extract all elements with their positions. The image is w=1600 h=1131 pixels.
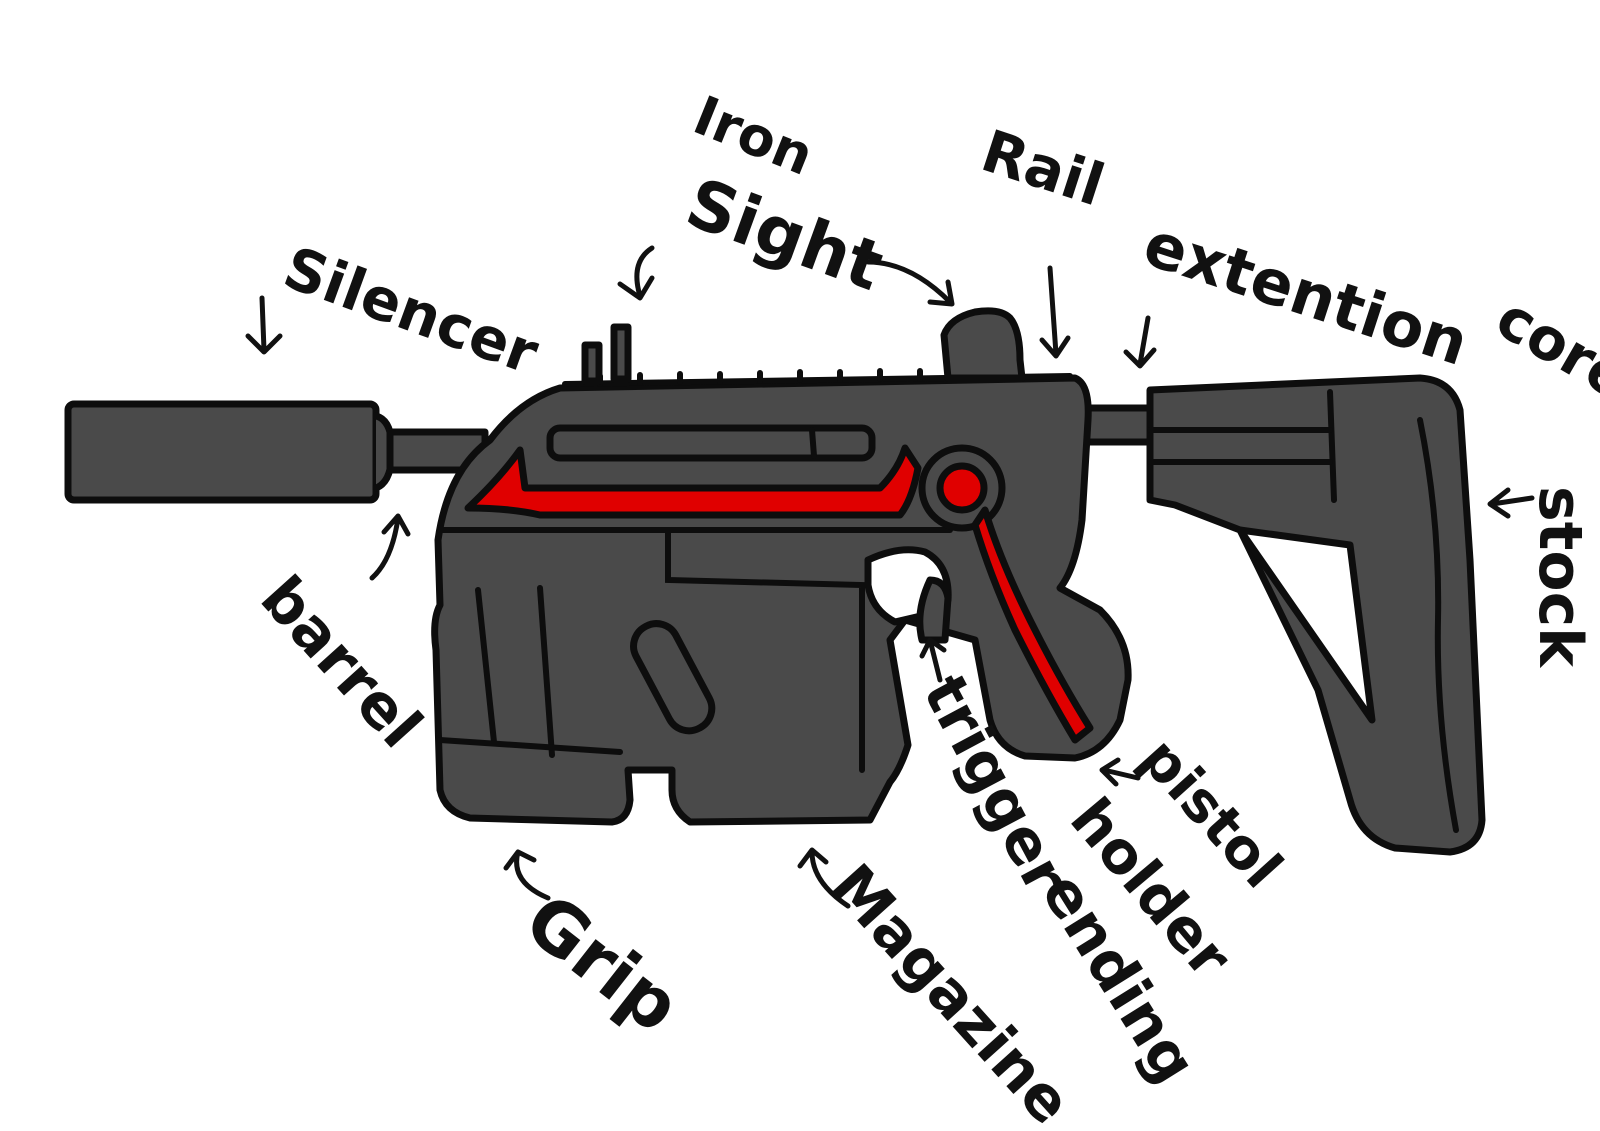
label-core: core (1485, 283, 1600, 413)
red-accent (464, 444, 1094, 744)
iron-sight-part (940, 307, 1026, 382)
label-rail: Rail (974, 117, 1113, 220)
label-grip: Grip (510, 877, 696, 1048)
arrow-pistol (1099, 757, 1141, 787)
front-sight-part (581, 323, 632, 385)
arrow-stock (1487, 487, 1535, 519)
arrow-rail (1039, 265, 1071, 359)
arrow-extension (1123, 315, 1157, 369)
arrow-barrel (369, 513, 411, 581)
label-silencer: Silencer (275, 233, 547, 387)
silencer-part (64, 400, 396, 504)
label-extension: extention (1135, 207, 1477, 380)
stock-part (1146, 374, 1486, 856)
label-sight-line2: Sight (676, 164, 893, 307)
arrow-rear-sight (865, 259, 955, 307)
label-stock: stock (1525, 486, 1595, 669)
arrow-silencer (245, 295, 283, 355)
arrow-trigger (919, 637, 947, 683)
arrow-magazine (797, 847, 851, 909)
trigger-part (916, 576, 952, 644)
label-barrel: barrel (247, 563, 435, 761)
arrow-front-sight (617, 245, 655, 301)
arrows (245, 245, 1535, 909)
arrow-grip (503, 849, 551, 901)
barrel-part (386, 428, 489, 474)
